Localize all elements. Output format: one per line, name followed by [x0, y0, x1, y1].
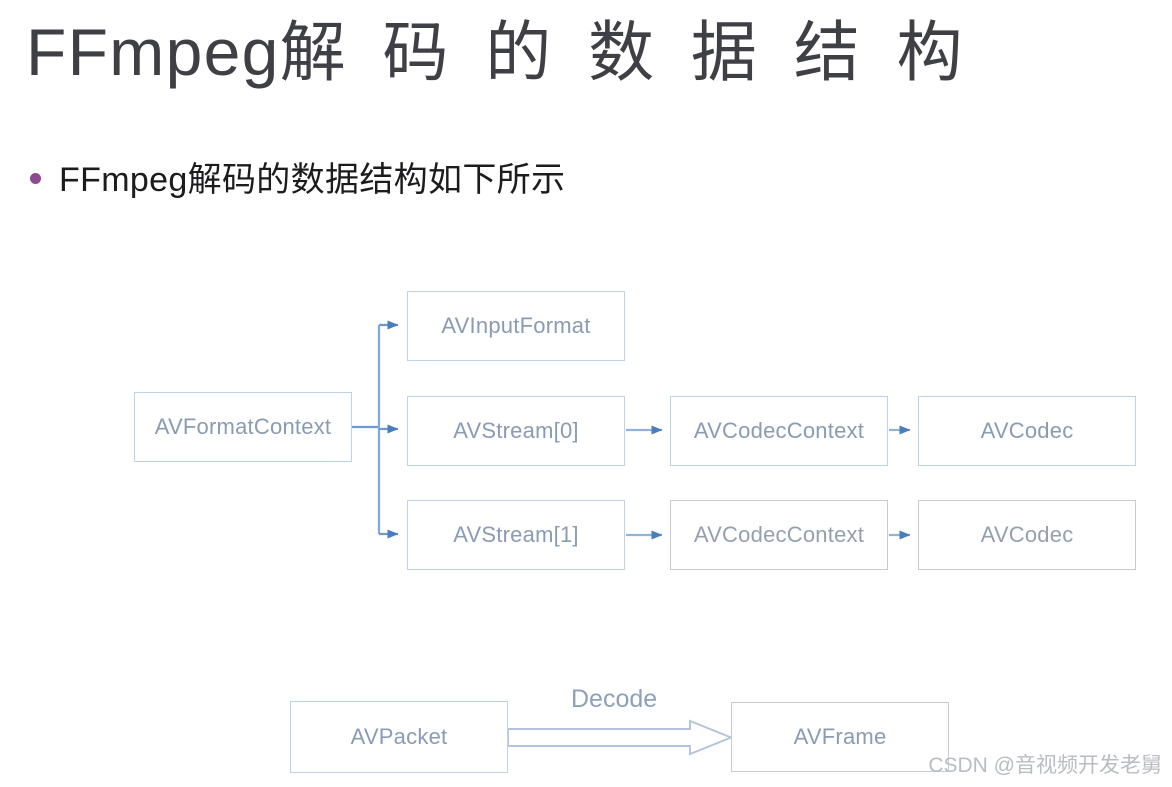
node-av-stream-1[interactable]: AVStream[1]: [407, 500, 625, 570]
node-av-frame[interactable]: AVFrame: [731, 702, 949, 772]
page-title-latin: FFmpeg: [26, 15, 280, 89]
edge-packet-to-frame-block-arrow: [507, 719, 734, 756]
node-av-input-format[interactable]: AVInputFormat: [407, 291, 625, 361]
node-av-codec-0-label: AVCodec: [980, 418, 1074, 443]
page-title-cjk: 解 码 的 数 据 结 构: [279, 15, 972, 89]
node-av-input-format-label: AVInputFormat: [441, 313, 591, 338]
edge-label-decode: Decode: [571, 685, 658, 713]
node-av-codec-1[interactable]: AVCodec: [918, 500, 1136, 570]
node-av-codec-context-0-label: AVCodecContext: [693, 418, 865, 443]
node-av-frame-label: AVFrame: [793, 724, 887, 749]
node-av-packet-label: AVPacket: [350, 724, 448, 749]
node-av-format-context[interactable]: AVFormatContext: [134, 392, 352, 462]
node-av-packet[interactable]: AVPacket: [290, 701, 508, 773]
bullet-item-label: FFmpeg解码的数据结构如下所示: [59, 161, 566, 199]
page-title: FFmpeg解 码 的 数 据 结 构: [26, 15, 972, 89]
bullet-dot-icon: [30, 173, 41, 184]
bullet-list-item: FFmpeg解码的数据结构如下所示: [30, 152, 565, 201]
node-av-codec-context-0[interactable]: AVCodecContext: [670, 396, 888, 466]
edge-format-context-trunk: [352, 325, 381, 534]
node-av-format-context-label: AVFormatContext: [154, 414, 332, 439]
node-av-codec-context-1[interactable]: AVCodecContext: [670, 500, 888, 570]
node-av-codec-context-1-label: AVCodecContext: [693, 522, 865, 547]
csdn-watermark: CSDN @音视频开发老舅: [928, 754, 1162, 777]
node-av-stream-0[interactable]: AVStream[0]: [407, 396, 625, 466]
node-av-stream-1-label: AVStream[1]: [453, 522, 579, 547]
node-av-codec-1-label: AVCodec: [980, 522, 1074, 547]
node-av-codec-0[interactable]: AVCodec: [918, 396, 1136, 466]
node-av-stream-0-label: AVStream[0]: [453, 418, 579, 443]
